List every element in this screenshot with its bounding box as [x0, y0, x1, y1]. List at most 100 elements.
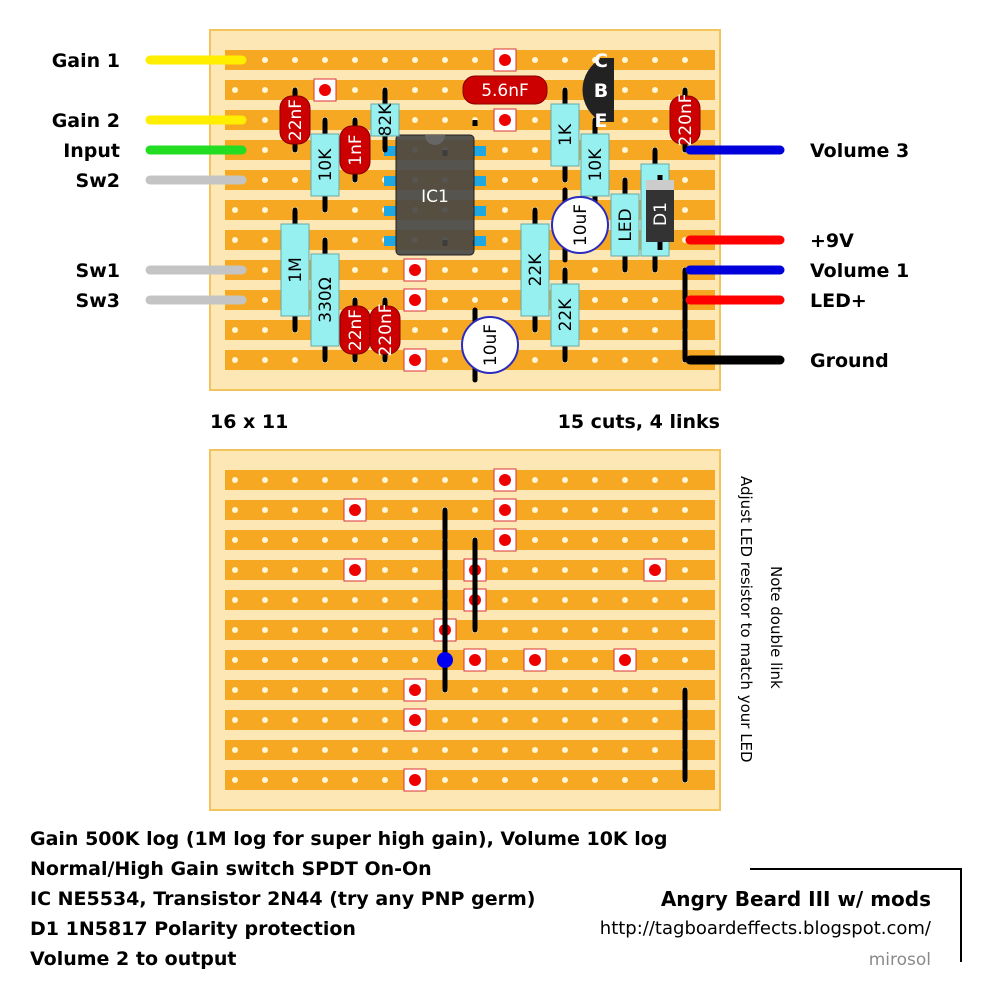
- ic-label: IC1: [421, 187, 449, 207]
- strip-hole: [262, 147, 268, 153]
- strip-hole: [232, 687, 238, 693]
- resistor-body: [370, 103, 400, 137]
- strip-hole: [652, 627, 658, 633]
- strip-hole: [262, 567, 268, 573]
- track-cut: [409, 354, 421, 366]
- strip-hole: [442, 717, 448, 723]
- ic-pad: [474, 206, 486, 216]
- strip-hole: [592, 747, 598, 753]
- copper-strip: [225, 740, 715, 760]
- strip-hole: [652, 507, 658, 513]
- strip-hole: [352, 687, 358, 693]
- strip-hole: [622, 297, 628, 303]
- strip-hole: [622, 747, 628, 753]
- info-line-switch: Normal/High Gain switch SPDT On-On: [30, 858, 432, 880]
- electrolytic-label: 10uF: [481, 324, 501, 366]
- ic1-package: IC1: [384, 134, 486, 256]
- info-line-diode: D1 1N5817 Polarity protection: [30, 918, 356, 940]
- strip-hole: [652, 777, 658, 783]
- track-cut: [349, 564, 361, 576]
- electrolytic-label: 10uF: [571, 204, 591, 246]
- film-capacitor: 220nF: [369, 297, 401, 363]
- strip-hole: [682, 597, 688, 603]
- transistor-pin-c: C: [594, 50, 608, 72]
- cuts-links-label: 15 cuts, 4 links: [558, 411, 720, 433]
- strip-hole: [382, 597, 388, 603]
- strip-hole: [262, 297, 268, 303]
- strip-hole: [382, 567, 388, 573]
- strip-hole: [262, 57, 268, 63]
- track-cut: [409, 264, 421, 276]
- strip-hole: [352, 207, 358, 213]
- strip-hole: [442, 87, 448, 93]
- diode-label: D1: [651, 202, 671, 226]
- strip-hole: [322, 627, 328, 633]
- strip-hole: [352, 777, 358, 783]
- page-title: Angry Beard III w/ mods: [660, 887, 931, 911]
- diode-d1: D1: [646, 175, 674, 250]
- strip-hole: [292, 627, 298, 633]
- strip-hole: [472, 57, 478, 63]
- strip-hole: [382, 627, 388, 633]
- strip-hole: [442, 477, 448, 483]
- resistor-label: 22K: [556, 298, 576, 332]
- strip-hole: [352, 657, 358, 663]
- ic-pad: [474, 146, 486, 156]
- ic-pad: [384, 236, 396, 246]
- strip-hole: [682, 57, 688, 63]
- strip-hole: [412, 627, 418, 633]
- strip-hole: [232, 567, 238, 573]
- info-line-gain-volume: Gain 500K log (1M log for super high gai…: [30, 828, 668, 850]
- strip-hole: [592, 327, 598, 333]
- strip-hole: [502, 237, 508, 243]
- strip-hole: [382, 267, 388, 273]
- copper-strip: [225, 500, 715, 520]
- diode-band: [646, 180, 674, 190]
- strip-hole: [622, 117, 628, 123]
- strip-hole: [262, 477, 268, 483]
- side-note-double-link: Note double link: [767, 566, 785, 689]
- strip-hole: [412, 657, 418, 663]
- blog-url: http://tagboardeffects.blogspot.com/: [599, 918, 931, 939]
- strip-hole: [652, 717, 658, 723]
- strip-hole: [592, 657, 598, 663]
- strip-hole: [592, 777, 598, 783]
- strip-hole: [352, 537, 358, 543]
- strip-hole: [262, 717, 268, 723]
- capacitor-label: 1nF: [346, 134, 366, 165]
- resistor-body: [280, 223, 310, 317]
- strip-hole: [262, 87, 268, 93]
- strip-hole: [472, 717, 478, 723]
- strip-hole: [472, 747, 478, 753]
- wire-label: +9V: [810, 230, 854, 252]
- strip-hole: [682, 627, 688, 633]
- strip-hole: [352, 87, 358, 93]
- film-capacitor: 5.6nF: [462, 75, 548, 105]
- copper-strip: [225, 620, 715, 640]
- strip-hole: [292, 717, 298, 723]
- strip-hole: [502, 567, 508, 573]
- double-link-dot: [437, 652, 453, 668]
- strip-hole: [592, 717, 598, 723]
- strip-hole: [622, 57, 628, 63]
- strip-hole: [292, 57, 298, 63]
- resistor-label: 1K: [556, 123, 576, 146]
- electrolytic-capacitor: 10uF: [461, 307, 519, 383]
- strip-hole: [502, 717, 508, 723]
- strip-hole: [352, 597, 358, 603]
- resistor-body: [550, 103, 580, 167]
- components: 10K82K1K10K10K1M330Ω22K22KLED22nF1nF220n…: [279, 75, 701, 383]
- transistor: C B E: [582, 50, 614, 132]
- copper-strip: [225, 530, 715, 550]
- strip-hole: [322, 477, 328, 483]
- capacitor-body: [462, 75, 548, 105]
- strip-hole: [292, 657, 298, 663]
- track-cut: [499, 504, 511, 516]
- resistor: LED: [610, 177, 640, 273]
- strip-hole: [622, 717, 628, 723]
- strip-hole: [562, 507, 568, 513]
- track-cut: [619, 654, 631, 666]
- wire-label: Sw1: [76, 260, 120, 282]
- strip-hole: [322, 537, 328, 543]
- strip-hole: [232, 747, 238, 753]
